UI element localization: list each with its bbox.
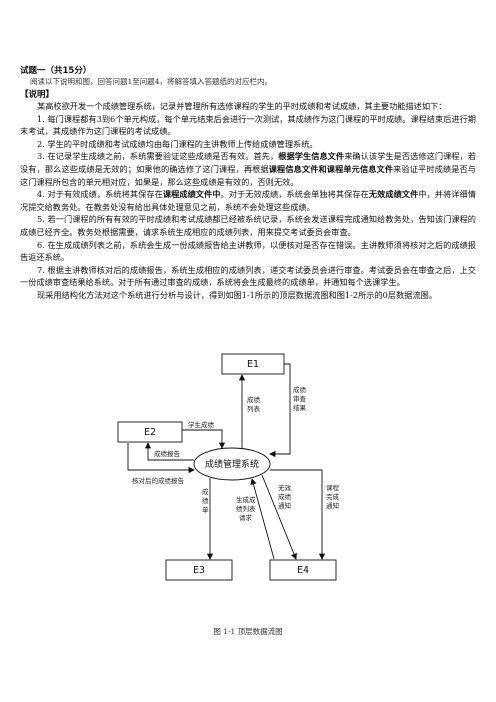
flow-course-done-notice bbox=[270, 469, 326, 560]
label-invalid-notice-0: 无效 bbox=[278, 483, 292, 492]
flow-review-result bbox=[269, 363, 291, 458]
paragraph-7: 7. 根据主讲教师核对后的成绩报告，系统生成相应的成绩列表，递交考试委员会进行审… bbox=[20, 264, 476, 288]
question-title: 试题一（共15分） bbox=[20, 66, 92, 76]
entity-e4-label: E4 bbox=[297, 565, 309, 576]
label-invalid-notice-1: 成绩 bbox=[278, 492, 292, 501]
paragraph-3-before: 3. 在记录学生成绩之前，系统需要验证这些成绩是否有效。首先， bbox=[37, 151, 279, 162]
paragraph-2: 2. 学生的平时成绩和考试成绩均由每门课程的主讲教师上传给成绩管理系统。 bbox=[37, 138, 318, 149]
flow-checked-report bbox=[127, 443, 195, 474]
paragraph-5: 5. 若一门课程的所有有效的平时成绩和考试成绩都已经被系统记录，系统会发送课程完… bbox=[20, 214, 476, 237]
process-circle bbox=[193, 447, 271, 481]
label-transcript-1: 绩 bbox=[202, 496, 209, 505]
paragraph-8: 现采用结构化方法对这个系统进行分析与设计，得到如图1-1所示的顶层数据流图和图1… bbox=[37, 289, 438, 300]
paragraph-4-middle: 。对于无效成绩，系统会单独将其保存在 bbox=[220, 189, 369, 200]
flow-invalid-notice bbox=[261, 474, 297, 560]
paragraph-1: 1. 每门课程都有3到6个单元构成，每个单元结束后会进行一次测试，其成绩作为这门… bbox=[20, 113, 476, 137]
entity-e1-label: E1 bbox=[247, 359, 259, 370]
flow-score-report bbox=[144, 442, 194, 461]
paragraph-4-after: 中，并将详细情况提交给教务处。在教务处没有给出具体处理意见之前，系统不会处理这些… bbox=[20, 189, 476, 212]
entity-e4-box bbox=[269, 559, 337, 581]
paragraph-4-bold-1: 课程成绩文件中 bbox=[162, 189, 221, 200]
label-score-report: 成绩报告 bbox=[154, 449, 181, 458]
entity-e3-box bbox=[165, 559, 233, 581]
instructions: 阅读以下说明和图，回答问题1至问题4，将解答填入答题纸的对应栏内。 bbox=[30, 77, 273, 86]
entity-e2-label: E2 bbox=[144, 427, 156, 438]
paragraph-4-before: 4. 对于有效成绩，系统将其保存在 bbox=[37, 189, 163, 200]
label-score-list-0: 成绩 bbox=[247, 395, 261, 404]
label-course-done-1: 完成 bbox=[326, 492, 340, 501]
entity-e3-label: E3 bbox=[193, 565, 205, 576]
entity-e2-box bbox=[117, 421, 183, 443]
label-gen-list-request-1: 绩列表 bbox=[236, 504, 256, 513]
dataflow-diagram: E1 E2 E3 E4 成绩管理系统 学生成绩 成绩 列表 成绩 审查 结果 成… bbox=[117, 353, 340, 581]
paragraph-6: 6. 在生成成绩列表之前，系统会生成一份成绩报告给主讲教师，以便核对是否存在错误… bbox=[20, 239, 476, 263]
label-checked-report: 核对后的成绩报告 bbox=[132, 476, 185, 485]
label-transcript-2: 单 bbox=[202, 505, 209, 514]
paragraph-3-middle: 来确认该学生是否选修这门课程，若没有，那么这些成绩是无效的；如果他的确选修了这门… bbox=[20, 151, 476, 174]
paragraph-4: 4. 对于有效成绩，系统将其保存在课程成绩文件中。对于无效成绩，系统会单独将其保… bbox=[20, 188, 476, 213]
label-review-result-1: 审查 bbox=[293, 394, 307, 403]
paragraph-3-bold-1: 根据学生信息文件 bbox=[278, 151, 345, 162]
description-body: 某高校欲开发一个成绩管理系统，记录并管理所有选修课程的学生的平时成绩和考试成绩，… bbox=[20, 100, 476, 302]
label-gen-list-request-0: 生成成 bbox=[236, 495, 256, 504]
label-student-scores: 学生成绩 bbox=[188, 420, 215, 429]
label-invalid-notice-2: 通知 bbox=[278, 501, 291, 510]
label-course-done-2: 通知 bbox=[326, 501, 339, 510]
paragraph-4-bold-2: 无效成绩文件 bbox=[368, 189, 419, 200]
section-heading: 【说明】 bbox=[20, 90, 55, 100]
label-review-result-2: 结果 bbox=[293, 403, 307, 412]
paragraph-3-after: 来验证平时成绩是否与这门课程所包含的单元相对应，如果是，那么这些成绩是有效的，否… bbox=[20, 163, 476, 187]
figure-caption: 图 1-1 顶层数据流图 bbox=[213, 627, 283, 636]
process-label: 成绩管理系统 bbox=[205, 458, 259, 470]
flow-generate-list-request bbox=[250, 478, 275, 560]
label-gen-list-request-2: 请求 bbox=[239, 513, 253, 522]
label-course-done-0: 课程 bbox=[326, 483, 340, 492]
paragraph-0: 某高校欲开发一个成绩管理系统，记录并管理所有选修课程的学生的平时成绩和考试成绩，… bbox=[37, 101, 447, 111]
label-score-list-1: 列表 bbox=[247, 404, 261, 413]
label-transcript-0: 成 bbox=[202, 487, 209, 496]
flow-student-scores bbox=[182, 429, 226, 449]
paragraph-3: 3. 在记录学生成绩之前，系统需要验证这些成绩是否有效。首先，根据学生信息文件来… bbox=[20, 150, 476, 188]
paragraph-3-bold-2: 课程信息文件和课程单元信息文件 bbox=[268, 163, 394, 174]
label-review-result-0: 成绩 bbox=[293, 385, 307, 394]
